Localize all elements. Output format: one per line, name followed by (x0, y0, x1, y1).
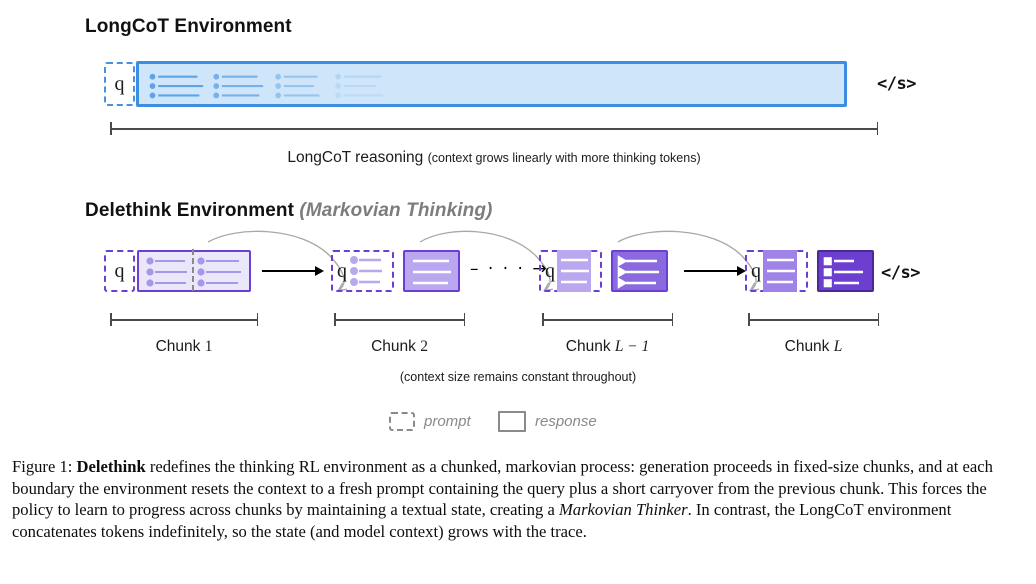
chunkL1-carryover-lines (557, 250, 591, 292)
chunkL-measure-text: Chunk (784, 338, 830, 355)
chunk1-measure-text: Chunk (155, 338, 201, 355)
longcot-measure-label: LongCoT reasoning (context grows linearl… (110, 149, 878, 167)
longcot-prompt-box: q (104, 62, 135, 106)
response-swatch-icon (498, 411, 526, 432)
figure-caption: Figure 1: Delethink redefines the thinki… (12, 456, 1026, 542)
legend-response-label: response (535, 413, 597, 430)
chunkL-measure (748, 313, 879, 327)
longcot-eos-token: </s> (877, 74, 916, 94)
chunkL-response-box (817, 250, 874, 292)
chunk1-measure (110, 313, 258, 327)
chunkL1-measure (542, 313, 673, 327)
legend-response: response (498, 411, 597, 432)
carryover-arrows (207, 230, 1036, 308)
chunkL1-prompt-box: q (539, 250, 602, 292)
chunkL-measure-label: Chunk L (748, 338, 879, 356)
longcot-response-box (136, 61, 847, 107)
prompt-swatch-icon (389, 412, 415, 431)
caption-text-1: redefines the thinking RL environment as… (12, 457, 993, 520)
chunk2-response-box (403, 250, 460, 292)
chunk1-to-chunk2-arrow (262, 266, 324, 276)
chunk2-measure-index: 2 (420, 338, 428, 355)
chunk2-measure (334, 313, 465, 327)
caption-italic-term: Markovian Thinker (558, 500, 688, 520)
delethink-section-title: Delethink Environment (Markovian Thinkin… (85, 200, 493, 222)
delethink-subtitle-text: (Markovian Thinking) (299, 200, 493, 221)
legend-prompt: prompt (389, 412, 471, 431)
legend-prompt-label: prompt (424, 413, 471, 430)
caption-prefix: Figure 1: (12, 457, 73, 476)
chunk1-token-lines (146, 257, 241, 287)
chunk2-token-lines (413, 259, 451, 285)
chunkL1-measure-text: Chunk (565, 338, 611, 355)
chunk1-measure-index: 1 (204, 338, 213, 355)
chunk1-prompt-box: q (104, 250, 135, 292)
longcot-measure-paren: (context grows linearly with more thinki… (427, 151, 701, 165)
chunk1-divider (192, 249, 194, 292)
chunk2-carryover-lines (350, 255, 382, 287)
longcot-extent-measure (110, 122, 878, 136)
longcot-token-lines (149, 73, 384, 99)
chunk2-prompt-label: q (337, 260, 347, 282)
chunkL-token-lines (823, 257, 863, 288)
chunkL-prompt-label: q (751, 260, 761, 282)
chunkL1-measure-index: L − 1 (614, 338, 650, 355)
delethink-note: (context size remains constant throughou… (399, 370, 637, 384)
chunkL1-to-chunkL-arrow (684, 266, 746, 276)
chunk1-prompt-label: q (114, 260, 125, 282)
delethink-eos-token: </s> (881, 263, 920, 283)
chunkL-prompt-box: q (745, 250, 808, 292)
chunk1-measure-label: Chunk 1 (110, 338, 258, 356)
caption-bold-term: Delethink (76, 457, 146, 476)
chunkL1-token-lines (617, 255, 659, 289)
chunkL1-measure-label: Chunk L − 1 (542, 338, 673, 356)
caption-text-2: . In contrast, the LongCoT environment c… (12, 500, 952, 541)
chunkL1-prompt-label: q (545, 260, 555, 282)
chunk2-measure-text: Chunk (371, 338, 416, 355)
chunk2-measure-label: Chunk 2 (334, 338, 465, 356)
chunk-ellipsis: – · · · → (470, 259, 549, 279)
chunkL-carryover-lines (763, 250, 797, 292)
longcot-section-title: LongCoT Environment (85, 16, 292, 38)
longcot-measure-main: LongCoT reasoning (287, 149, 424, 166)
chunk2-prompt-box: q (331, 250, 394, 292)
chunkL1-response-box (611, 250, 668, 292)
delethink-title-text: Delethink Environment (85, 200, 295, 221)
chunk1-response-box (137, 249, 251, 292)
chunkL-measure-index: L (833, 338, 843, 355)
longcot-title-text: LongCoT Environment (85, 16, 292, 37)
longcot-prompt-label: q (114, 73, 125, 95)
